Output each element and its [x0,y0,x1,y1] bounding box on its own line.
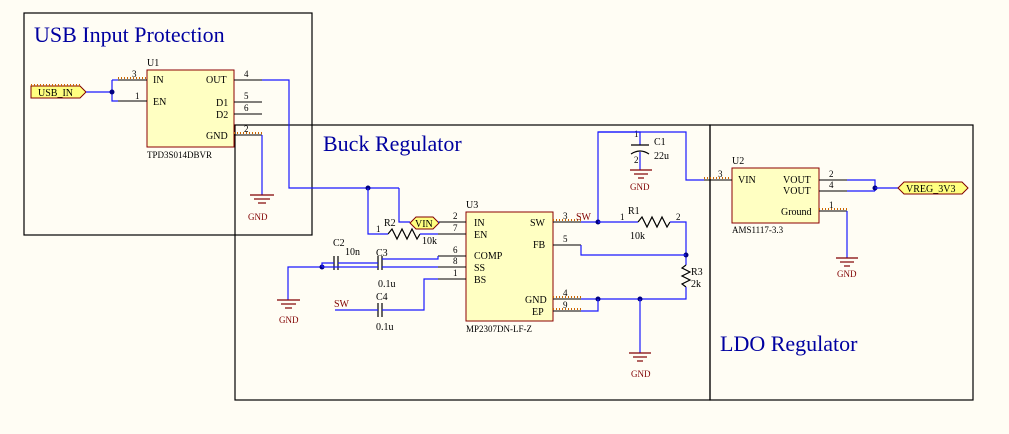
svg-text:1: 1 [376,224,381,234]
svg-text:OUT: OUT [206,75,227,86]
net-label-sw-u3: SW [576,212,592,223]
svg-text:GND: GND [206,131,228,142]
svg-text:GND: GND [248,212,268,222]
vin-port-buck[interactable]: VIN [409,216,440,230]
svg-text:1: 1 [453,268,458,278]
svg-text:2: 2 [453,211,458,221]
svg-text:COMP: COMP [474,251,503,262]
svg-text:4: 4 [829,180,834,190]
r3-resistor[interactable]: R3 2k [680,264,703,290]
svg-text:C4: C4 [376,292,388,303]
svg-text:GND: GND [279,315,299,325]
c3-capacitor[interactable]: C3 0.1u [376,248,396,290]
svg-text:0.1u: 0.1u [376,322,394,333]
svg-text:VREG_3V3: VREG_3V3 [906,184,955,195]
svg-text:5: 5 [244,91,249,101]
svg-text:10k: 10k [422,236,437,247]
svg-text:EN: EN [474,230,487,241]
net-label-sw-c4: SW [334,299,350,310]
svg-text:R3: R3 [691,267,703,278]
ldo-section-frame [709,124,974,401]
svg-text:VIN: VIN [415,219,433,230]
svg-text:6: 6 [244,103,249,113]
svg-text:D2: D2 [216,110,228,121]
svg-text:GND: GND [837,269,857,279]
svg-text:0.1u: 0.1u [378,279,396,290]
usb-in-port[interactable]: USB_IN [30,85,87,99]
u3-part: MP2307DN-LF-Z [466,324,532,334]
svg-text:EN: EN [153,97,166,108]
svg-text:5: 5 [563,234,568,244]
r1-resistor[interactable]: R1 10k 1 2 [620,206,681,242]
svg-text:10n: 10n [345,247,360,258]
svg-text:1: 1 [135,91,140,101]
u2-refdes: U2 [732,156,744,167]
svg-text:IN: IN [153,75,164,86]
svg-text:EP: EP [532,307,544,318]
svg-text:FB: FB [533,240,546,251]
gnd-symbol-u2: GND [836,257,858,279]
svg-text:USB_IN: USB_IN [38,88,73,99]
svg-text:Ground: Ground [781,207,812,218]
svg-text:22u: 22u [654,151,669,162]
u1-part: TPD3S014DBVR [147,150,212,160]
svg-text:7: 7 [453,223,458,233]
u1-refdes: U1 [147,58,159,69]
svg-text:3: 3 [718,169,723,179]
u2-ams1117[interactable]: U2 AMS1117-3.3 VIN VOUT VOUT Ground 3 2 … [704,156,847,235]
gnd-symbol-u1: GND [248,194,274,222]
vreg-3v3-port[interactable]: VREG_3V3 [897,181,969,195]
u1-tpd3s014[interactable]: U1 TPD3S014DBVR IN EN OUT D1 D2 GND 3 1 … [118,58,262,160]
svg-text:R1: R1 [628,206,640,217]
svg-text:2: 2 [634,155,639,165]
svg-text:VOUT: VOUT [783,186,811,197]
c2-capacitor[interactable]: C2 10n [333,238,360,270]
svg-text:2: 2 [829,169,834,179]
svg-text:VOUT: VOUT [783,175,811,186]
svg-text:BS: BS [474,275,486,286]
svg-text:10k: 10k [630,231,645,242]
svg-text:R2: R2 [384,218,396,229]
svg-text:2: 2 [676,212,681,222]
svg-text:2: 2 [244,124,249,134]
svg-text:VIN: VIN [738,175,756,186]
svg-text:1: 1 [620,212,625,222]
svg-text:C2: C2 [333,238,345,249]
u3-refdes: U3 [466,200,478,211]
gnd-symbol-u3: GND [629,352,651,379]
svg-text:1: 1 [634,129,639,139]
svg-text:3: 3 [132,69,137,79]
svg-text:3: 3 [563,211,568,221]
gnd-symbol-c2: GND [277,299,300,325]
svg-text:IN: IN [474,218,485,229]
usb-section-title: USB Input Protection [34,22,225,47]
svg-text:6: 6 [453,245,458,255]
svg-text:1: 1 [829,200,834,210]
u2-part: AMS1117-3.3 [732,225,784,235]
svg-text:SW: SW [530,218,546,229]
svg-text:C3: C3 [376,248,388,259]
ldo-section-title: LDO Regulator [720,331,858,356]
svg-text:9: 9 [563,300,568,310]
c4-capacitor[interactable]: C4 0.1u [376,292,394,333]
svg-text:SS: SS [474,263,485,274]
gnd-symbol-c1: GND [630,169,652,192]
svg-text:2k: 2k [691,279,701,290]
svg-text:4: 4 [563,288,568,298]
buck-section-title: Buck Regulator [323,131,462,156]
r2-resistor[interactable]: R2 10k 1 [376,218,437,247]
usb-section-frame [23,12,313,236]
svg-text:4: 4 [244,69,249,79]
svg-text:GND: GND [630,182,650,192]
svg-text:D1: D1 [216,98,228,109]
u3-mp2307[interactable]: U3 MP2307DN-LF-Z IN EN COMP SS BS SW FB … [438,200,581,334]
svg-text:GND: GND [631,369,651,379]
svg-text:8: 8 [453,256,458,266]
c1-capacitor[interactable]: C1 22u 1 2 [630,129,669,165]
svg-text:GND: GND [525,295,547,306]
svg-text:C1: C1 [654,137,666,148]
